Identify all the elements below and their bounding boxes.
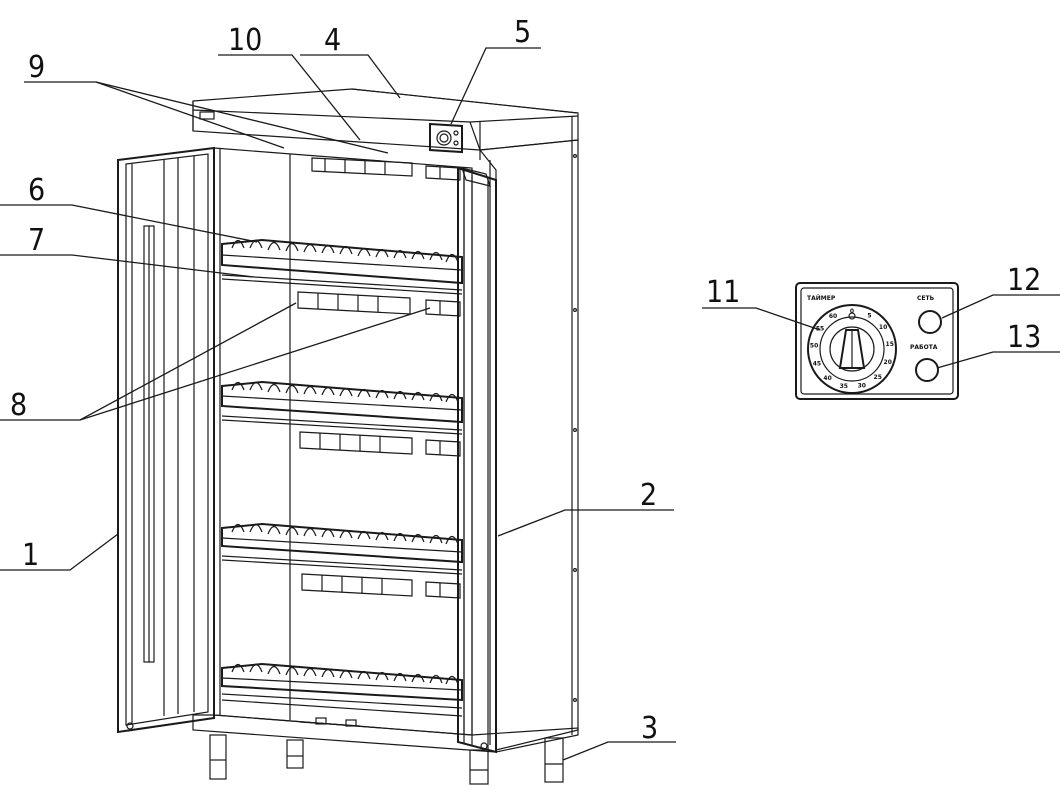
- dial-number: 35: [840, 383, 848, 390]
- dial-number: 10: [879, 324, 887, 331]
- lamp-block-3: [301, 573, 461, 599]
- callout-12: 12: [1007, 263, 1041, 298]
- dial-number: 30: [858, 383, 866, 390]
- shelf-4: [221, 662, 463, 717]
- callout-10: 10: [228, 23, 262, 58]
- lamp-block-2: [299, 431, 461, 457]
- cabinet-legs: [209, 734, 564, 785]
- callout-2: 2: [640, 478, 657, 513]
- dial-number: 15: [886, 341, 894, 348]
- callout-6: 6: [28, 173, 45, 208]
- network-label: СЕТЬ: [917, 295, 935, 302]
- dial-number: 50: [810, 343, 818, 350]
- shelf-1: [221, 238, 463, 295]
- callout-5: 5: [514, 15, 531, 50]
- network-lamp: [918, 310, 942, 334]
- callout-9: 9: [28, 50, 45, 85]
- cabinet: [117, 88, 579, 785]
- callout-13: 13: [1007, 320, 1041, 355]
- left-door: [117, 146, 215, 734]
- dial-number: 60: [829, 313, 837, 320]
- callout-4: 4: [324, 23, 341, 58]
- dial-number: 0: [850, 308, 854, 315]
- callout-8: 8: [10, 388, 27, 423]
- work-lamp: [915, 358, 939, 382]
- callout-3: 3: [641, 711, 658, 746]
- shelf-3: [221, 522, 463, 575]
- callout-numbers: 1 2 3 4 5 6 7 8 9 10 11 12 13: [10, 15, 1041, 746]
- lamp-block-1: [297, 291, 461, 317]
- dial-number: 55: [816, 326, 824, 333]
- timer-label: ТАЙМЕР: [807, 294, 836, 302]
- cabinet-base: [192, 714, 579, 753]
- callout-11: 11: [706, 275, 740, 310]
- leader-lines: [0, 47, 1060, 761]
- top-control-panel: [429, 122, 463, 154]
- shelf-2: [221, 380, 463, 435]
- top-lamp-block: [311, 157, 461, 181]
- dial-number: 45: [813, 361, 821, 368]
- dial-number: 40: [823, 375, 831, 382]
- dial-number: 25: [874, 374, 882, 381]
- dial-number: 5: [867, 312, 871, 319]
- callout-7: 7: [28, 223, 45, 258]
- right-door: [457, 166, 497, 754]
- callout-1: 1: [22, 538, 39, 573]
- work-label: РАБОТА: [910, 344, 938, 351]
- side-screws: [572, 154, 577, 702]
- dial-number: 20: [884, 359, 892, 366]
